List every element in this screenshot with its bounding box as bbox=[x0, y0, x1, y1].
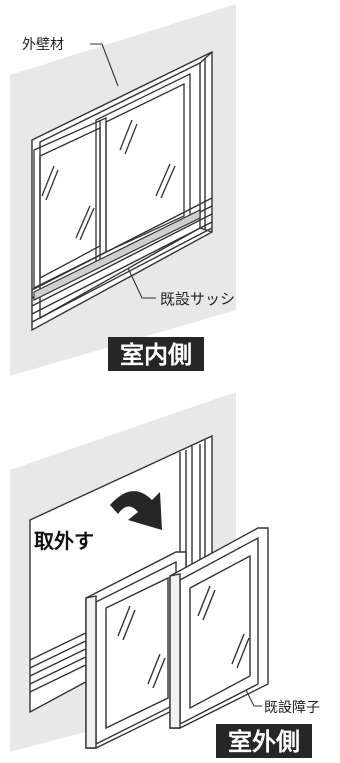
remove-arrow-icon bbox=[110, 491, 162, 530]
indoor-illustration: 外壁材 既設サッシ 室内側 bbox=[10, 4, 236, 376]
shoji-label-leader bbox=[245, 689, 262, 707]
exterior-wall-label: 外壁材 bbox=[22, 37, 64, 53]
indoor-side-tag: 室内側 bbox=[120, 341, 192, 369]
sash-sill bbox=[33, 209, 201, 301]
sash-label-leader bbox=[127, 267, 156, 299]
indoor-tag-bg bbox=[108, 337, 204, 371]
outdoor-illustration: 取外す 既設障子 室外側 bbox=[10, 392, 320, 758]
removed-shoji-panel-right bbox=[169, 527, 269, 729]
existing-sash-frame bbox=[31, 50, 213, 332]
existing-sash-label: 既設サッシ bbox=[160, 290, 235, 308]
removed-shoji-panel-left bbox=[85, 551, 187, 749]
outdoor-tag-bg bbox=[216, 724, 312, 758]
outdoor-side-tag: 室外側 bbox=[228, 728, 300, 756]
wall-label-leader bbox=[90, 43, 119, 87]
remove-action-label: 取外す bbox=[34, 529, 94, 553]
existing-shoji-label: 既設障子 bbox=[264, 700, 320, 716]
